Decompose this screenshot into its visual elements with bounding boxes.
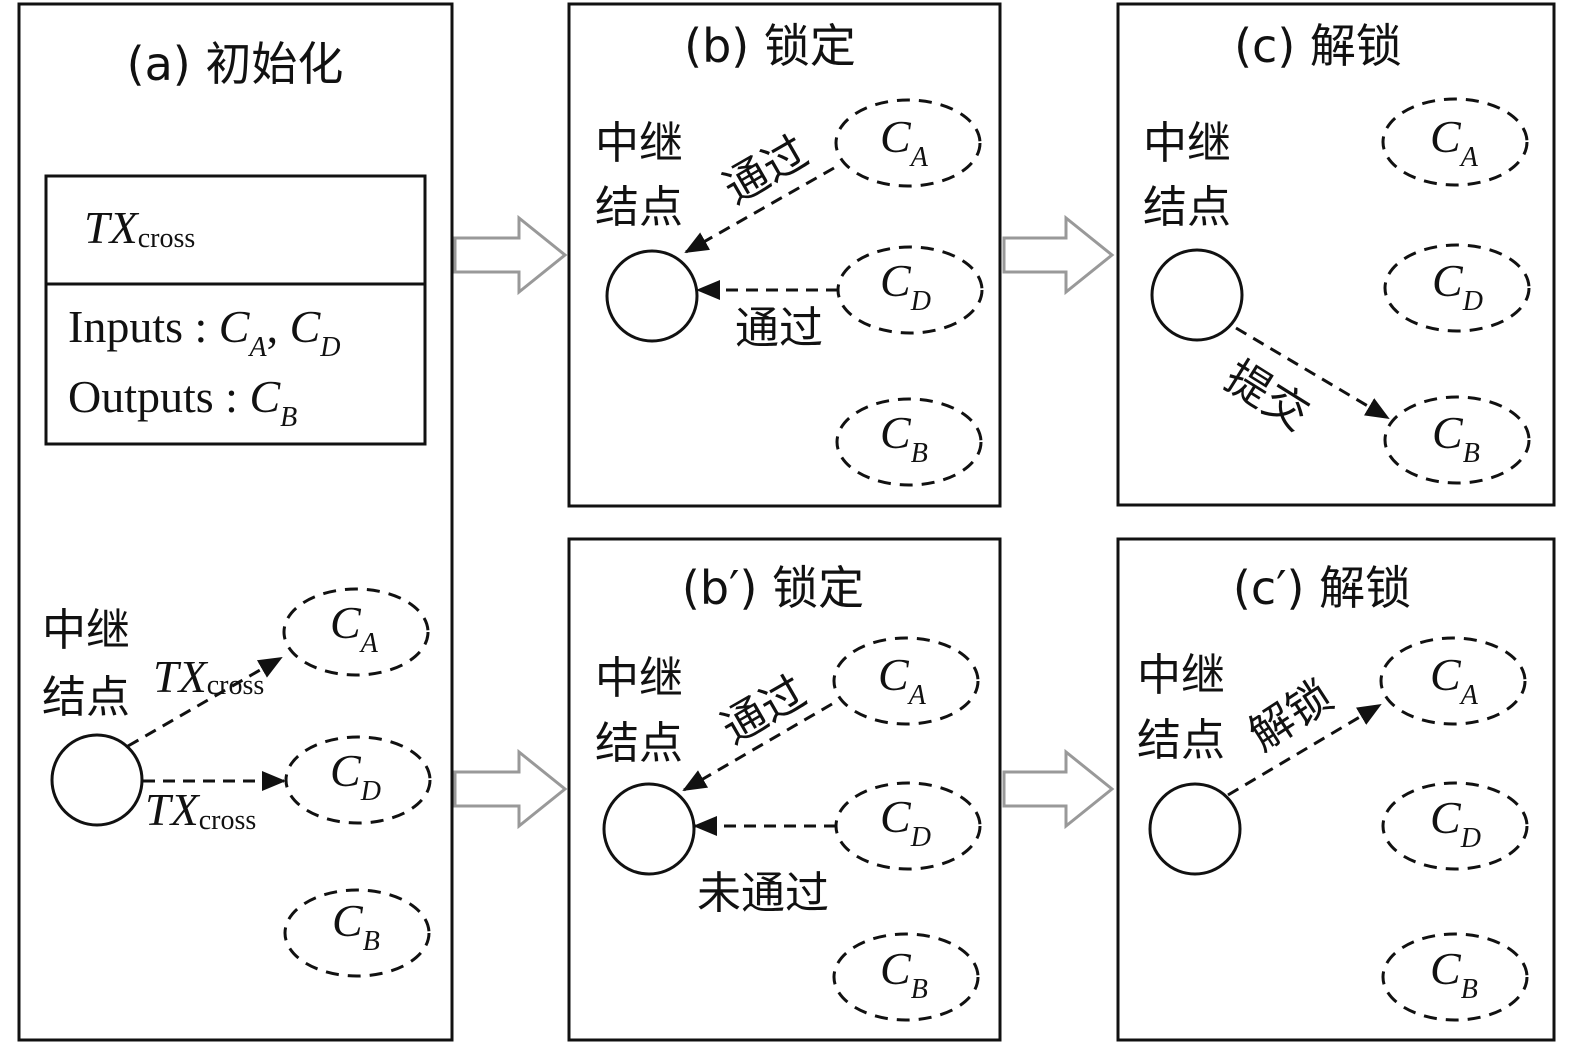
relay-node-label-line1: 中继	[595, 118, 683, 169]
relay-node-label-line2: 结点	[42, 672, 130, 723]
chain-node-cb: CB	[1383, 395, 1531, 485]
edge-relay-to-cb	[1235, 326, 1390, 420]
panel-lock-alt: (b′) 锁定 中继 结点 通过 未通过 CA CD CB	[567, 537, 1002, 1042]
chain-node-cb: CB	[832, 932, 980, 1022]
tx-box-frame	[44, 174, 427, 446]
panel-initialize: (a) 初始化 TXcross Inputs : CA, CD Outputs …	[17, 2, 454, 1042]
chain-node-cd: CD	[1383, 243, 1531, 333]
svg-text:CB: CB	[1430, 943, 1478, 1005]
relay-node-label-line2: 结点	[595, 718, 683, 769]
chain-node-cb: CB	[283, 888, 431, 978]
relay-node	[602, 782, 696, 876]
panel-c-prime-title: (c′) 解锁	[1233, 561, 1411, 615]
flow-arrow-a-to-b-prime	[453, 748, 568, 830]
panel-unlock-alt: (c′) 解锁 中继 结点 解锁 CA CD CB	[1116, 537, 1556, 1042]
chain-node-cd: CD	[1381, 781, 1529, 871]
relay-node	[1150, 248, 1244, 342]
tx-box-header: TXcross	[84, 202, 195, 254]
relay-node-label-line2: 结点	[1143, 182, 1231, 233]
relay-node-label-line1: 中继	[1137, 650, 1225, 701]
chain-node-cd: CD	[836, 245, 984, 335]
svg-text:CD: CD	[330, 745, 381, 807]
panel-a-frame	[17, 2, 454, 1042]
relay-node	[605, 249, 699, 343]
svg-text:CB: CB	[880, 943, 928, 1005]
relay-node-label-line1: 中继	[595, 653, 683, 704]
panel-lock: (b) 锁定 中继 结点 通过 通过 CA CD CB	[567, 2, 1002, 508]
svg-text:CA: CA	[878, 649, 927, 711]
svg-text:CA: CA	[1430, 649, 1479, 711]
flow-arrow-b-to-c	[1002, 214, 1115, 296]
svg-text:CA: CA	[330, 597, 379, 659]
panel-unlock: (c) 解锁 中继 结点 提交 CA CD CB	[1116, 2, 1556, 507]
chain-node-cd: CD	[284, 735, 432, 825]
chain-node-ca: CA	[282, 587, 430, 677]
chain-node-cb: CB	[1381, 932, 1529, 1022]
edge-relay-to-ca	[127, 656, 283, 748]
edge-label-pass-cd: 通过	[735, 303, 823, 354]
edge-label-fail-cd: 未通过	[697, 868, 829, 919]
relay-node-label-line2: 结点	[595, 182, 683, 233]
flow-arrow-a-to-b	[453, 214, 568, 296]
tx-box-inputs: Inputs : CA, CD	[68, 301, 341, 363]
chain-node-ca: CA	[1381, 97, 1529, 187]
panel-b-prime-title: (b′) 锁定	[682, 561, 864, 615]
relay-node	[1148, 782, 1242, 876]
svg-text:CA: CA	[1430, 111, 1479, 173]
edge-relay-to-ca	[1227, 703, 1382, 797]
tx-cross-box: TXcross Inputs : CA, CD Outputs : CB	[44, 174, 427, 446]
panel-c-title: (c) 解锁	[1234, 19, 1402, 73]
chain-node-cb: CB	[835, 397, 983, 487]
relay-node-label-line1: 中继	[1143, 118, 1231, 169]
edge-label-tx-cross-top: TXcross	[153, 651, 264, 702]
chain-node-ca: CA	[832, 636, 980, 726]
edge-label-tx-cross-bottom: TXcross	[145, 784, 256, 836]
chain-node-cd: CD	[834, 781, 982, 871]
edge-ca-to-relay	[682, 702, 833, 792]
svg-text:CB: CB	[332, 895, 380, 957]
svg-text:CD: CD	[880, 255, 931, 317]
relay-node-label-line2: 结点	[1137, 715, 1225, 766]
chain-node-ca: CA	[834, 98, 982, 188]
tx-box-outputs: Outputs : CB	[68, 371, 297, 433]
svg-text:CB: CB	[880, 407, 928, 469]
svg-text:CD: CD	[880, 791, 931, 853]
chain-node-ca: CA	[1379, 636, 1527, 726]
flow-arrow-b-prime-to-c-prime	[1002, 748, 1115, 830]
relay-node-label-line1: 中继	[42, 605, 130, 656]
svg-text:CB: CB	[1432, 407, 1480, 469]
svg-text:CD: CD	[1432, 255, 1483, 317]
edge-ca-to-relay	[684, 166, 835, 254]
panel-b-title: (b) 锁定	[684, 19, 856, 73]
panel-a-title: (a) 初始化	[127, 37, 344, 91]
svg-text:CA: CA	[880, 111, 929, 173]
svg-text:CD: CD	[1430, 792, 1481, 854]
relay-node	[50, 733, 144, 827]
